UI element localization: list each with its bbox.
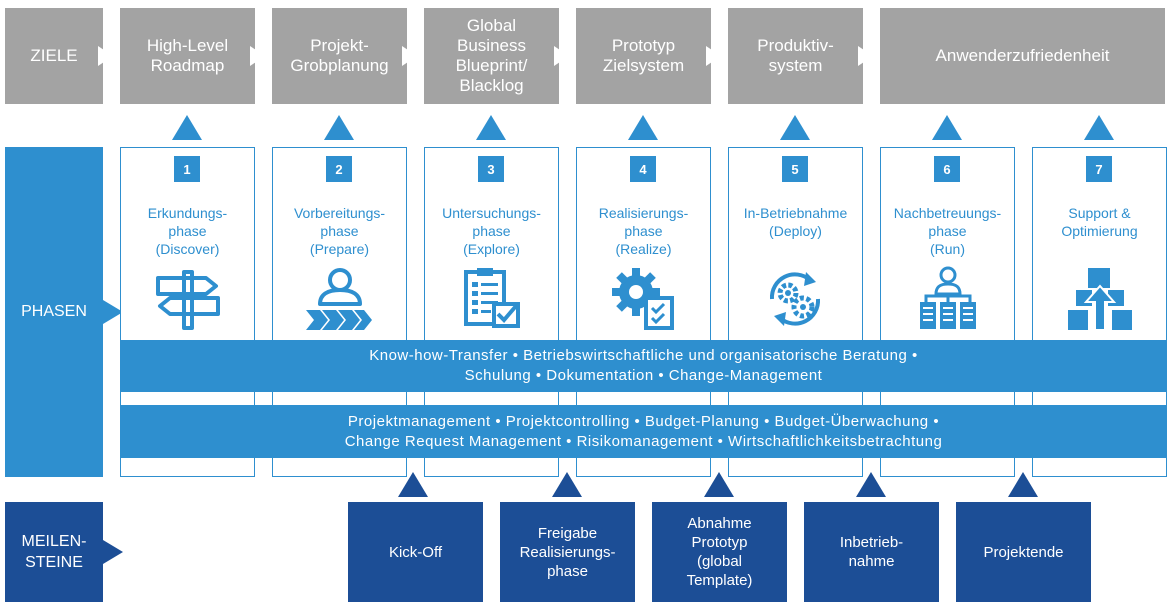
phase-number: 7 [1086, 156, 1112, 182]
arrow-up-icon [324, 115, 354, 140]
arrow-up-icon [552, 472, 582, 497]
arrow-up-icon [780, 115, 810, 140]
chevron-right-icon [103, 540, 123, 564]
arrow-up-icon [1084, 115, 1114, 140]
person-arrows-icon [306, 268, 372, 330]
gear-checklist-icon [612, 268, 674, 330]
phase-number: 1 [174, 156, 200, 182]
person-servers-icon [920, 266, 976, 329]
milestones-label: MEILEN- STEINE [5, 502, 103, 602]
chevron-right-icon [858, 46, 873, 66]
gears-cycle-icon [769, 272, 821, 326]
chevron-right-icon [554, 46, 569, 66]
management-band: Projektmanagement • Projektcontrolling •… [120, 405, 1167, 458]
chevron-right-icon [250, 46, 265, 66]
goal-6: Anwenderzufriedenheit [880, 8, 1165, 104]
chevron-right-icon [706, 46, 721, 66]
phase-title: Support & Optimierung [1061, 205, 1138, 239]
goal-5: Produktiv- system [728, 8, 863, 104]
phase-number: 3 [478, 156, 504, 182]
milestone-release-realization: Freigabe Realisierungs- phase [500, 502, 635, 602]
arrow-up-icon [476, 115, 506, 140]
arrow-up-icon [1008, 472, 1038, 497]
arrow-up-icon [704, 472, 734, 497]
arrow-up-icon [172, 115, 202, 140]
chevron-right-icon [103, 300, 123, 324]
goal-4: Prototyp Zielsystem [576, 8, 711, 104]
goal-3: Global Business Blueprint/ Blacklog [424, 8, 559, 104]
goals-label: ZIELE [5, 8, 103, 104]
goal-1: High-Level Roadmap [120, 8, 255, 104]
signpost-icon [156, 270, 220, 330]
clipboard-check-icon [464, 268, 520, 328]
boxes-arrow-icon [1068, 268, 1132, 331]
phase-title: Erkundungs- phase (Discover) [147, 205, 228, 257]
arrow-up-icon [932, 115, 962, 140]
phase-number: 2 [326, 156, 352, 182]
phase-number: 5 [782, 156, 808, 182]
phase-number: 6 [934, 156, 960, 182]
goal-2: Projekt- Grobplanung [272, 8, 407, 104]
arrow-up-icon [398, 472, 428, 497]
chevron-right-icon [402, 46, 417, 66]
phase-title: Nachbetreuungs- phase (Run) [893, 205, 1002, 257]
phase-title: Realisierungs- phase (Realize) [598, 205, 689, 257]
phase-title: Vorbereitungs- phase (Prepare) [293, 205, 386, 257]
arrow-up-icon [628, 115, 658, 140]
consulting-band: Know-how-Transfer • Betriebswirtschaftli… [120, 340, 1167, 392]
phase-title: In-Betriebnahme (Deploy) [743, 205, 848, 239]
arrow-up-icon [856, 472, 886, 497]
milestone-prototype-acceptance: Abnahme Prototyp (global Template) [652, 502, 787, 602]
phases-label: PHASEN [5, 147, 103, 477]
milestone-go-live: Inbetrieb- nahme [804, 502, 939, 602]
phase-title: Untersuchungs- phase (Explore) [442, 205, 541, 257]
milestone-project-end: Projektende [956, 502, 1091, 602]
milestone-kick-off: Kick-Off [348, 502, 483, 602]
phase-number: 4 [630, 156, 656, 182]
chevron-right-icon [98, 46, 113, 66]
